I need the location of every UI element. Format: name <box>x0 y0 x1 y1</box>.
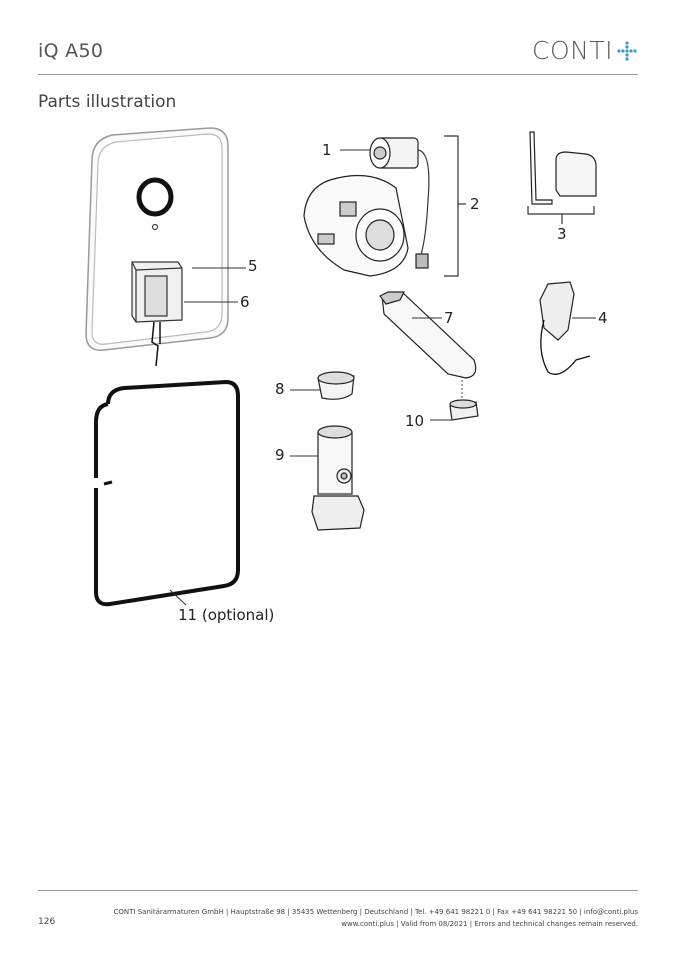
cover-plate-drawing <box>85 127 229 367</box>
footer-divider <box>38 890 638 891</box>
page-number: 126 <box>38 917 56 927</box>
callout-9: 9 <box>275 446 285 464</box>
footer-text: CONTI Sanitärarmaturen GmbH | Hauptstraß… <box>114 906 638 930</box>
callout-6: 6 <box>240 293 250 311</box>
allen-key-drawing <box>527 131 597 224</box>
nozzle-drawing <box>449 399 479 421</box>
callout-3: 3 <box>557 225 567 243</box>
logo-text: CONTI <box>532 36 613 65</box>
solenoid-drawing <box>369 137 430 259</box>
callout-4: 4 <box>598 309 608 327</box>
plus-dots-icon <box>617 40 637 61</box>
sensor-tube-drawing <box>379 291 477 402</box>
callout-7: 7 <box>444 309 454 327</box>
connector-drawing <box>311 425 365 531</box>
callout-1: 1 <box>322 141 332 159</box>
header-divider <box>38 74 638 75</box>
page-header-title: iQ A50 <box>38 40 104 62</box>
callout-5: 5 <box>248 257 258 275</box>
callout-11: 11 (optional) <box>178 606 275 624</box>
gasket-frame-drawing <box>94 379 240 607</box>
callout-8: 8 <box>275 380 285 398</box>
footer-website-line: www.conti.plus | Valid from 08/2021 | Er… <box>341 920 638 928</box>
parts-illustration <box>85 127 597 607</box>
callout-2: 2 <box>470 195 480 213</box>
conti-logo: CONTI <box>532 36 637 65</box>
section-title: Parts illustration <box>38 92 177 112</box>
filter-drawing <box>317 371 355 400</box>
footer-company-line: CONTI Sanitärarmaturen GmbH | Hauptstraß… <box>113 908 638 916</box>
valve-body-drawing <box>303 174 429 277</box>
battery-clip-drawing <box>539 281 591 375</box>
callout-10: 10 <box>405 412 425 430</box>
